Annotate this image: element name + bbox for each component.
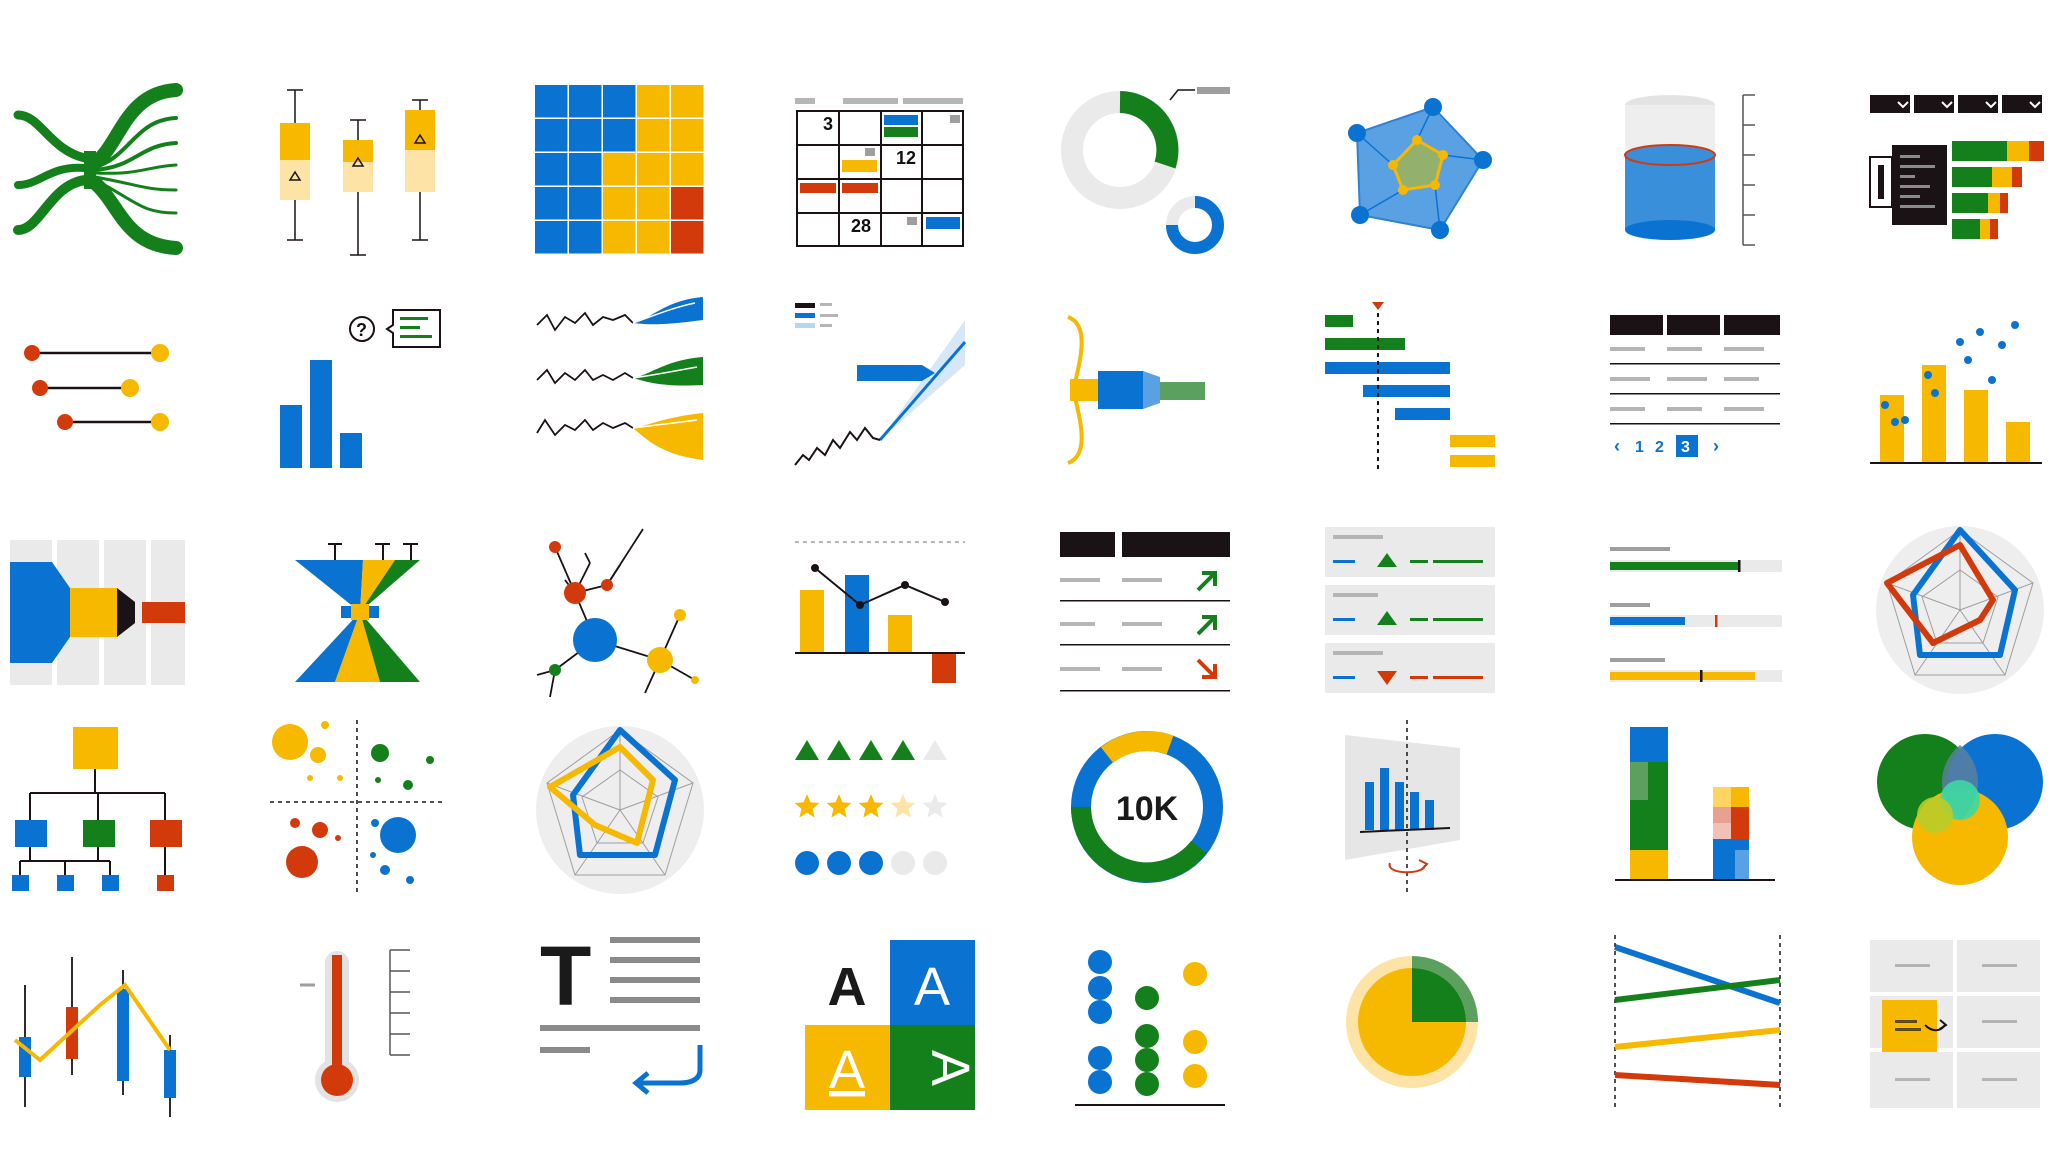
rating-star [922,794,948,818]
sankey-icon [10,83,183,255]
radial-progress-icon [1345,955,1480,1090]
waterfall-line-icon [795,540,970,690]
heatmap-cell [569,187,602,220]
kpi-cards-icon [1325,525,1500,700]
heatmap-cell [671,153,704,186]
heatmap-cell [535,221,568,254]
horizontal-funnel-icon [10,540,185,685]
dot-plot-icon [1075,950,1225,1110]
kpi-trend-table-icon [1060,530,1235,695]
heatmap-cell [671,85,704,118]
quadrant-scatter-icon [270,720,445,895]
heatmap-cell [569,153,602,186]
cylinder-gauge-icon [1624,85,1795,255]
rating-star [794,794,820,818]
kpi-value: 10K [1116,790,1179,828]
page-2: 2 [1655,439,1664,456]
heatmap-cell [535,187,568,220]
heatmap-cell [637,119,670,152]
radar-icon [1875,525,2045,695]
dumbbell-icon [20,340,180,440]
org-chart-icon [10,725,185,895]
calendar-day-12: 12 [896,148,916,168]
heatmap-cell [603,153,636,186]
heatmap-cell [603,187,636,220]
heatmap-cell [637,153,670,186]
paginated-table-icon: ‹ 1 2 3 › [1610,315,1785,465]
heatmap-cell [603,85,636,118]
heatmap-cell [637,85,670,118]
letter-regular: A [914,957,950,1017]
question-mark: ? [356,320,367,340]
page-next: › [1713,436,1719,456]
heatmap-cell [569,221,602,254]
heatmap-cell [671,221,704,254]
heatmap-cell [637,187,670,220]
letter-rotated: A [920,1050,980,1086]
radar-yellow-icon [535,725,705,895]
donut-callout-icon [1060,85,1230,255]
heatmap-cell [535,85,568,118]
hourglass-funnel-icon [295,540,425,685]
page-3: 3 [1681,439,1690,456]
heatmap-cell [535,153,568,186]
page-1: 1 [1635,439,1644,456]
3d-bar-icon [1345,720,1470,895]
heatmap-cell [671,187,704,220]
rating-icon [794,735,970,880]
calendar-day-28: 28 [851,216,871,236]
drag-card-icon [1870,940,2045,1110]
heatmap-cell [671,119,704,152]
bar-scatter-combo-icon [1870,320,2048,465]
network-graph-icon [535,525,710,700]
text-wrap-icon: T [540,929,705,1105]
network-radar-icon [1335,85,1505,255]
page-prev: ‹ [1614,436,1620,456]
sparkline-forecast-icon [535,295,705,465]
candlestick-icon [10,945,185,1120]
text-style-icon: A A A A [805,940,980,1110]
kpi-donut-icon: 10K [1065,725,1230,890]
hierarchy-table-icon [1869,95,2048,255]
heatmap-cell [569,85,602,118]
slope-chart-icon [1610,935,1785,1110]
heatmap-cell [603,221,636,254]
rating-star [890,794,916,818]
heatmap-grid-icon [535,85,705,255]
bar-question-icon: ? [275,305,445,470]
heatmap-cell [569,119,602,152]
heatmap-cell [603,119,636,152]
funnel-flow-icon [1060,315,1235,465]
letter-underline: A [829,1040,865,1100]
line-forecast-icon [794,300,967,470]
rating-star [858,794,884,818]
letter-bold: A [828,957,867,1017]
calendar-icon: 3 12 28 [795,85,965,255]
heatmap-cell [637,221,670,254]
venn-icon [1875,730,2045,890]
big-t-glyph: T [540,929,591,1023]
mekko-treemap-icon [1610,725,1785,885]
thermometer-icon [295,945,425,1105]
rating-star [826,794,852,818]
calendar-day-3: 3 [823,114,833,134]
gantt-icon [1325,300,1500,475]
box-plot-icon [275,85,445,256]
heatmap-cell [535,119,568,152]
bullet-chart-icon [1610,545,1785,685]
